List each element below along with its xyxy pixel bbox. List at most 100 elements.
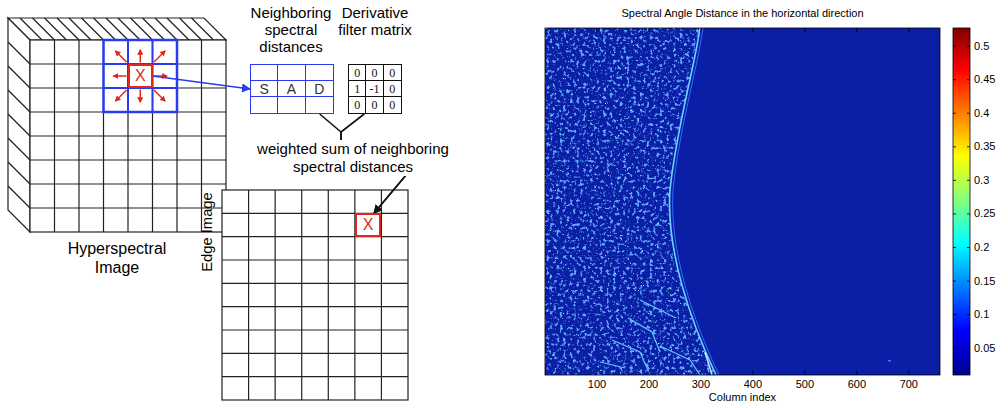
colorbar-tick [953,146,970,147]
image-caption: Hyperspectral Image [57,239,177,277]
tick-marks [597,28,970,375]
label-frame: 100 [588,378,606,391]
matrix-entry: 0 [371,67,377,79]
matrix-grid: SAD [250,64,334,114]
heatmap [673,28,719,375]
cube-side-lines [8,42,30,64]
axis-tick [648,28,649,375]
cube-hatching [118,18,140,40]
axis-tick-label: 100 [588,378,606,391]
harbour-lines [628,318,660,352]
label-frame: 600 [848,378,866,391]
cube-hatching [131,18,153,40]
harbour-lines [612,340,650,375]
cube-hatching [192,18,214,40]
cube-grid [30,183,226,184]
axis-tick-label: 400 [744,378,762,391]
cube-drawing [30,40,226,232]
harbour-lines [705,352,712,375]
matrix-heading: Neighboring spectral distances [245,4,337,55]
cube-grid [30,135,226,136]
cube-grid [30,159,226,160]
neighbour-arrows [140,50,142,63]
cube-grid [30,207,226,208]
cube-hatching [155,18,177,40]
cube-hatching [106,18,128,40]
label-frame: 300 [692,378,710,391]
label-frame: 0.15 [974,275,995,288]
neighbour-arrows [154,51,165,62]
cube-side-lines [8,162,30,184]
neighbour-arrows [116,90,127,101]
filter-matrix: 0001-10000 Derivative filter matrix [336,4,414,116]
edge-image-grid [222,353,408,354]
cube-grid [30,40,226,232]
label-patch: weighted sum of neighboring spectral dis… [248,140,458,176]
edge-image-grid [222,329,408,330]
edge-label: weighted sum of neighboring spectral dis… [248,140,458,176]
edge-image: X Edge Image [196,190,408,400]
distance-matrix: SAD Neighboring spectral distances [245,4,337,116]
connector [153,76,251,89]
colorbar-tick [953,348,970,349]
label-frame: 0.4 [974,107,989,120]
matrix-entry: 0 [389,83,395,95]
image-caption: Edge Image [198,192,216,272]
label-frame: 700 [900,378,918,391]
cube-hatching [57,18,79,40]
cube-drawing [8,18,30,232]
axis-title: Column index [709,391,776,404]
pixel-mark: X [363,217,374,233]
matrix-cell [251,97,278,113]
matrix-entry: 0 [389,99,395,111]
cube-hatching [69,18,91,40]
text-frame: Derivative filter matrix [336,4,414,38]
edge-image-grid [222,190,408,400]
cube-hatching [45,18,67,40]
matrix-cell: 0 [349,65,366,81]
neighbourhood-window [104,40,178,112]
neighbour-arrows [114,50,168,102]
edge-image-grid [275,190,276,400]
chart-title: Spectral Angle Distance in the horizonta… [621,7,863,20]
cube-hatching [167,18,189,40]
plot-frame [545,28,940,375]
colorbar-tick [953,314,970,315]
matrix-entry: -1 [369,83,379,95]
label-frame: 0.05 [974,342,995,355]
label-frame: 0.45 [974,73,995,86]
edge-image-grid [248,190,249,400]
colorbar-tick-label: 0.4 [974,107,989,120]
axis-tick [908,28,909,375]
cube-hatching [143,18,165,40]
cube-hatching [20,18,214,40]
matrix-entry: 0 [371,99,377,111]
heatmap [545,28,940,375]
label-frame: 0.3 [974,174,989,187]
text-frame: Edge Image [198,192,216,272]
matrix-heading: Derivative filter matrix [336,4,414,38]
edge-pixel: X [355,213,382,236]
colorbar-tick-label: 0.45 [974,73,995,86]
colorbar-tick [953,79,970,80]
matrix-grid: 0001-10000 [348,64,402,114]
axis-tick-label: 500 [796,378,814,391]
label-frame: Column index [709,391,776,404]
label-frame: 400 [744,378,762,391]
pixel-marker: X [128,64,153,88]
axis-tick-label: 600 [848,378,866,391]
colorbar-tick-label: 0.05 [974,342,995,355]
cube-side-lines [8,66,30,88]
pixel-mark: X [135,68,146,84]
axis-tick [752,28,753,375]
cube-drawing [8,18,226,232]
matrix-cell [306,65,333,81]
matrix-entry: S [259,82,268,96]
matrix-cell [278,65,305,81]
axis-tick [804,28,805,375]
colorbar-tick-label: 0.3 [974,174,989,187]
matrix-cell [278,97,305,113]
edge-image-grid [222,306,408,307]
label-frame: Spectral Angle Distance in the horizonta… [621,7,863,20]
